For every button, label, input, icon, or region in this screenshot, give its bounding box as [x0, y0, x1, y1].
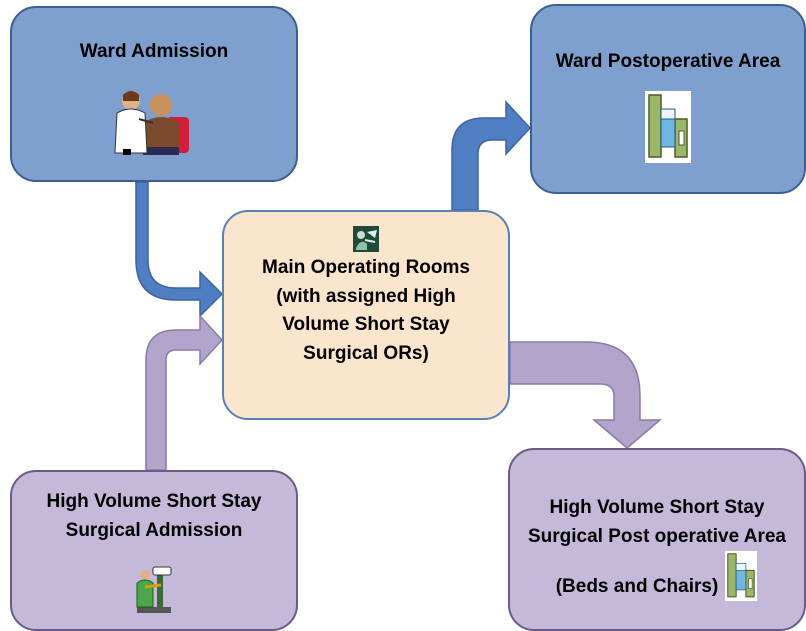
ward-postop-label: Ward Postoperative Area	[555, 51, 781, 72]
ward-admission-node: Ward Admission	[10, 6, 298, 182]
arrow-ward-admission-to-main-or	[135, 181, 224, 318]
arrow-main-or-to-hv-postop	[509, 341, 663, 449]
main-or-node: Main Operating Rooms (with assigned High…	[222, 210, 510, 420]
ward-postop-node: Ward Postoperative Area	[530, 4, 806, 194]
doctor-patient-icon	[114, 90, 189, 155]
arrow-hv-admission-to-main-or	[145, 314, 224, 471]
hv-admission-line-2: Surgical Admission	[65, 519, 243, 541]
hospital-bed-icon	[645, 90, 691, 163]
hv-postop-line-3: (Beds and Chairs)	[555, 575, 719, 597]
main-or-line-4: Surgical ORs)	[303, 342, 429, 364]
patient-scale-icon	[136, 566, 172, 613]
hv-admission-node: High Volume Short Stay Surgical Admissio…	[10, 470, 298, 631]
hv-postop-line-1: High Volume Short Stay	[549, 497, 765, 518]
hv-postop-line-2: Surgical Post operative Area	[527, 525, 786, 547]
main-or-line-1: Main Operating Rooms	[262, 257, 470, 278]
arrow-main-or-to-ward-postop	[451, 100, 532, 211]
main-or-line-3: Volume Short Stay	[282, 314, 450, 335]
hv-admission-line-1: High Volume Short Stay	[46, 491, 262, 512]
main-or-line-2: (with assigned High	[276, 285, 456, 307]
hospital-bed-icon	[725, 551, 758, 601]
ward-admission-label: Ward Admission	[79, 41, 229, 62]
surgeon-icon	[353, 226, 379, 252]
hv-postop-node: High Volume Short Stay Surgical Post ope…	[508, 448, 806, 631]
